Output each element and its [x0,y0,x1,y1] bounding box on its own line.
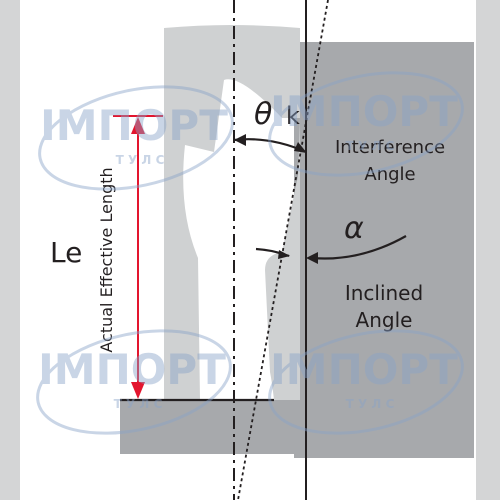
svg-text:IMΠOPT: IMΠOPT [40,101,228,150]
svg-text:IMΠOPT: IMΠOPT [270,345,458,394]
tool-body [164,25,300,400]
interference-label-line2: Angle [364,164,415,185]
inclined-arrowhead-left [278,250,290,259]
arc-arrowhead-right [294,142,307,153]
svg-text:Т У Л С: Т У Л С [116,153,165,167]
inclined-label-line2: Angle [356,308,413,332]
svg-text:Т У Л С: Т У Л С [114,397,163,411]
watermark-logo-top-right: IMΠOPT Т У Л С [268,71,464,177]
inclined-label-line1: Inclined [345,281,423,305]
svg-text:IMΠOPT: IMΠOPT [38,345,226,394]
base-plate [120,400,295,454]
watermark-logo-bottom-right: IMΠOPT Т У Л С [268,329,464,435]
effective-length-label: Actual Effective Length [97,167,116,352]
arc-arrowhead-left [234,134,246,146]
svg-text:IMΠOPT: IMΠOPT [270,87,458,136]
inclined-line [237,0,329,500]
holder-block [294,42,474,458]
frame-left [0,0,20,500]
watermark-logo-bottom-left: IMΠOPT Т У Л С [36,329,232,435]
alpha-leader-line [311,235,407,260]
le-label: Le [50,236,82,269]
dimension-arrow-top [131,117,145,134]
frame-right [476,0,500,500]
watermark-logo-top-left: IMΠOPT Т У Л С [38,85,234,191]
interference-label-line1: Interference [335,137,445,158]
inclined-arrowhead-right [306,252,318,264]
alpha-label: α [344,211,364,246]
svg-text:Т У Л С: Т У Л С [346,139,395,153]
k-label: k [286,102,300,130]
svg-text:Т У Л С: Т У Л С [346,397,395,411]
theta-label: θ [254,97,272,132]
dimension-arrow-bottom [131,382,145,399]
